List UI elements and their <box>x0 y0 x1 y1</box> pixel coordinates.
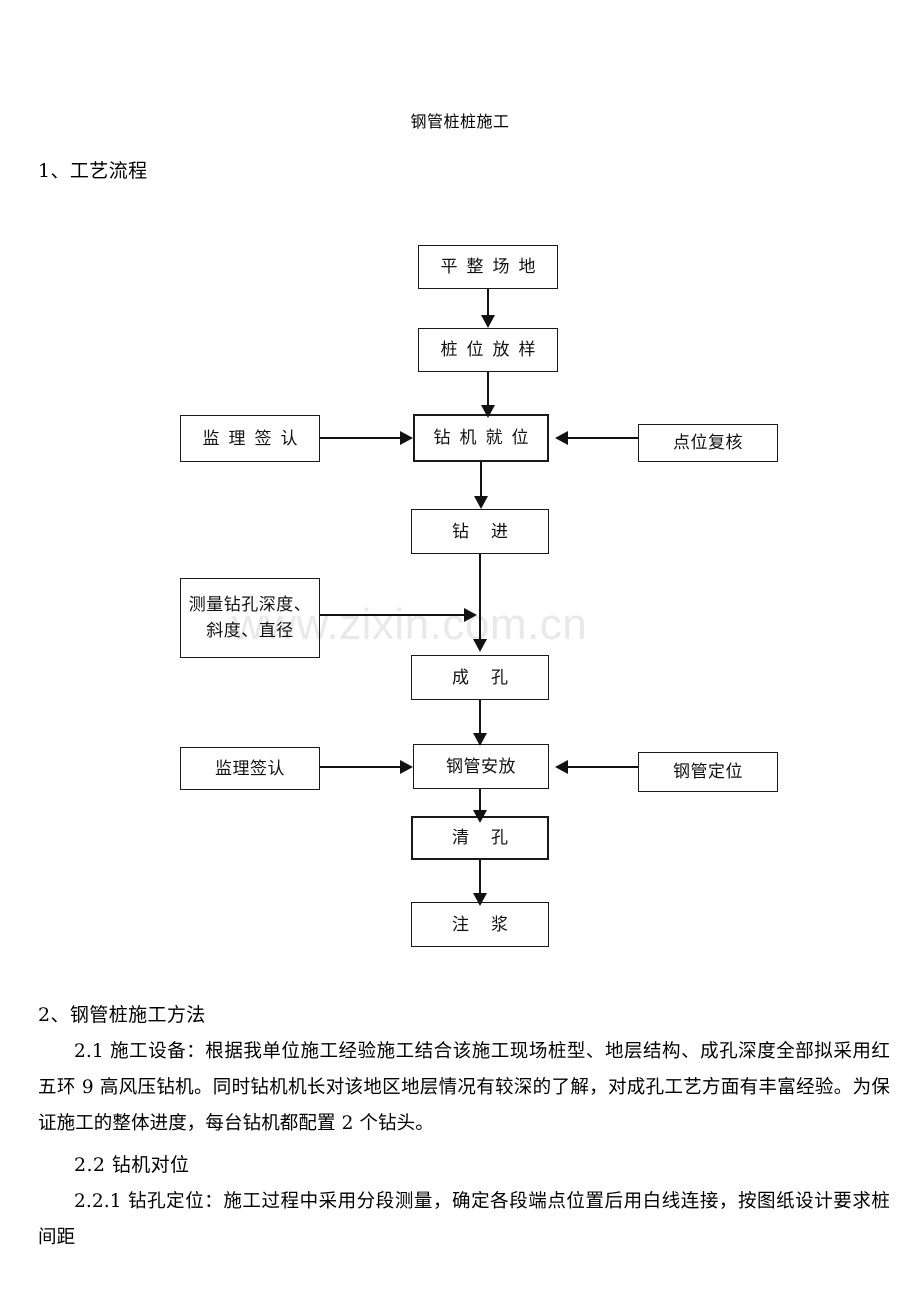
flow-connector-11 <box>479 789 481 815</box>
flow-arrowhead-7 <box>473 639 487 652</box>
flow-node-point-recheck: 点位复核 <box>638 424 778 462</box>
flow-connector-3 <box>320 437 402 439</box>
flow-node-supervisor-sign-2: 监理签认 <box>180 747 320 790</box>
flow-node-measure-hole: 测量钻孔深度、 斜度、直径 <box>180 578 320 658</box>
flow-arrowhead-2 <box>481 405 495 418</box>
flow-arrowhead-9 <box>400 760 413 774</box>
flow-connector-10 <box>568 766 638 768</box>
flow-node-supervisor-sign-1: 监理签认 <box>180 415 320 462</box>
flow-arrowhead-6 <box>464 608 477 622</box>
flow-node-rig-in-position: 钻机就位 <box>413 414 549 462</box>
flow-arrowhead-8 <box>473 733 487 746</box>
flow-connector-1 <box>487 289 489 317</box>
flow-node-level-ground: 平整场地 <box>418 245 558 289</box>
flow-connector-12 <box>479 860 481 898</box>
paragraph-equipment-text: 2.1 施工设备：根据我单位施工经验施工结合该施工现场桩型、地层结构、成孔深度全… <box>38 1041 890 1134</box>
flow-node-pipe-placement: 钢管安放 <box>413 744 549 789</box>
flow-connector-7 <box>320 614 465 616</box>
flow-connector-9 <box>320 766 402 768</box>
flow-arrowhead-3 <box>400 431 413 445</box>
flow-arrowhead-12 <box>473 893 487 906</box>
flow-arrowhead-4 <box>555 431 568 445</box>
flow-arrowhead-1 <box>481 315 495 328</box>
flow-arrowhead-10 <box>555 760 568 774</box>
paragraph-equipment: 2.1 施工设备：根据我单位施工经验施工结合该施工现场桩型、地层结构、成孔深度全… <box>38 1034 890 1142</box>
paragraph-drill-position: 2.2.1 钻孔定位：施工过程中采用分段测量，确定各段端点位置后用白线连接，按图… <box>38 1184 890 1256</box>
flow-connector-6 <box>479 554 481 650</box>
flow-node-pile-setting-out: 桩位放样 <box>418 328 558 372</box>
section-heading-process: 1、工艺流程 <box>38 160 148 182</box>
flow-connector-8 <box>479 700 481 738</box>
page-title: 钢管桩桩施工 <box>410 112 510 131</box>
flow-connector-4 <box>568 437 638 439</box>
flow-node-grouting: 注浆 <box>411 902 549 947</box>
flow-connector-5 <box>480 462 482 500</box>
flow-arrowhead-11 <box>473 810 487 823</box>
flow-arrowhead-5 <box>474 496 488 509</box>
flow-node-drilling: 钻进 <box>411 509 549 554</box>
flow-node-hole-formed: 成孔 <box>411 655 549 700</box>
section-heading-method: 2、钢管桩施工方法 <box>38 1004 206 1026</box>
flow-node-pipe-positioning: 钢管定位 <box>638 752 778 792</box>
flow-connector-2 <box>487 372 489 410</box>
section-heading-alignment: 2.2 钻机对位 <box>74 1154 190 1176</box>
paragraph-drill-position-text: 2.2.1 钻孔定位：施工过程中采用分段测量，确定各段端点位置后用白线连接，按图… <box>38 1191 890 1248</box>
